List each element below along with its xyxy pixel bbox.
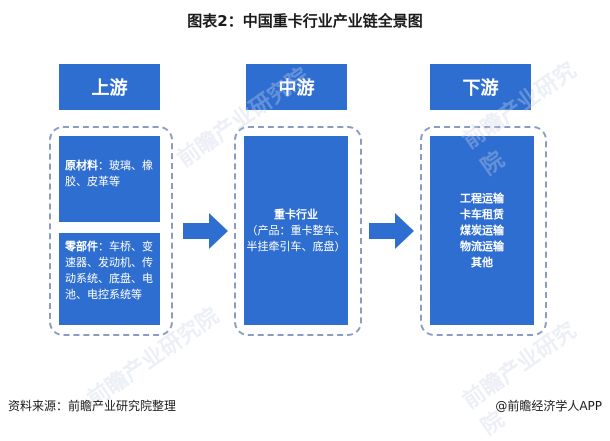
brand-credit: @前瞻经济学人APP — [495, 399, 602, 413]
downstream-item: 工程运输 — [460, 191, 504, 205]
midstream-products-line1: （产品：重卡整车、 — [246, 223, 346, 237]
downstream-item: 卡车租赁 — [460, 207, 504, 221]
downstream-label: 下游 — [462, 78, 499, 99]
midstream-box: 重卡行业 （产品：重卡整车、 半挂牵引车、底盘） — [244, 136, 348, 325]
parts-title: 零部件 — [65, 240, 98, 253]
downstream-group — [420, 126, 547, 336]
downstream-item: 其他 — [471, 255, 493, 269]
midstream-label: 中游 — [278, 78, 315, 99]
midstream-header: 中游 — [246, 64, 347, 110]
materials-text: ：玻璃、橡胶、皮革等 — [65, 159, 153, 188]
downstream-box: 工程运输 卡车租赁 煤炭运输 物流运输 其他 — [430, 136, 534, 325]
diagram-title: 图表2：中国重卡行业产业链全景图 — [187, 12, 423, 30]
parts-box: 零部件：车桥、变速器、发动机、传动系统、底盘、电池、电控系统等 — [59, 233, 160, 325]
upstream-label: 上游 — [91, 78, 128, 99]
arrow-right-icon — [183, 213, 228, 249]
upstream-group — [49, 126, 173, 336]
source-note: 资料来源：前瞻产业研究院整理 — [8, 399, 177, 413]
downstream-item: 物流运输 — [460, 239, 504, 253]
downstream-item: 煤炭运输 — [460, 223, 504, 237]
parts-text: ：车桥、变速器、发动机、传动系统、底盘、电池、电控系统等 — [65, 240, 153, 301]
materials-box: 原材料：玻璃、橡胶、皮革等 — [59, 136, 160, 222]
downstream-header: 下游 — [430, 64, 531, 110]
midstream-group — [234, 126, 362, 336]
materials-title: 原材料 — [65, 159, 98, 172]
midstream-products-line2: 半挂牵引车、底盘） — [246, 239, 346, 253]
arrow-right-icon — [369, 213, 414, 249]
upstream-header: 上游 — [59, 64, 160, 110]
midstream-title: 重卡行业 — [274, 207, 318, 221]
